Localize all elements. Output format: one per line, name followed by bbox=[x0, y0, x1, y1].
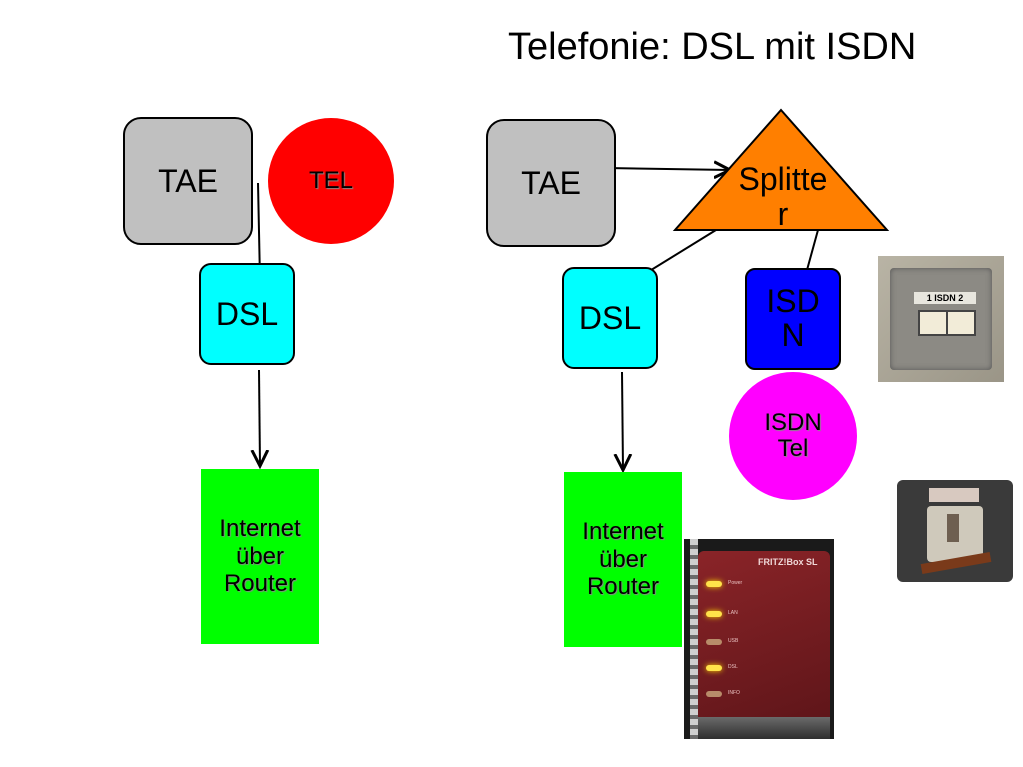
tae-box-right: TAE bbox=[486, 119, 616, 247]
splitter-label-line2: r bbox=[777, 196, 789, 233]
arrow-dsl-router-right bbox=[622, 371, 623, 470]
dsl-box-left: DSL bbox=[199, 263, 295, 365]
dsl-label-right: DSL bbox=[578, 299, 642, 336]
tel-circle: TEL bbox=[268, 118, 394, 244]
led-lan bbox=[706, 611, 722, 617]
splitter-triangle bbox=[672, 108, 890, 231]
isdn-socket-photo: 1 ISDN 2 bbox=[878, 256, 1004, 382]
line-splitter-isdn bbox=[806, 229, 819, 271]
router-box-left: Internet über Router bbox=[201, 469, 319, 644]
tae-socket-photo bbox=[897, 480, 1013, 582]
led-usb bbox=[706, 639, 722, 645]
tae-box-left: TAE bbox=[123, 117, 253, 245]
router-box-right: Internet über Router bbox=[564, 472, 682, 647]
tel-label: TEL bbox=[308, 167, 353, 194]
isdn-tel-label-line2: Tel bbox=[777, 435, 809, 462]
page-title: Telefonie: DSL mit ISDN bbox=[508, 26, 917, 68]
led-info-label: INFO bbox=[728, 690, 740, 696]
tae-label-left: TAE bbox=[158, 162, 218, 199]
isdn-socket-label: 1 ISDN 2 bbox=[914, 292, 976, 304]
router-label-right-line1: Internet bbox=[582, 518, 664, 546]
dsl-label-left: DSL bbox=[215, 295, 279, 332]
router-label-left-line1: Internet bbox=[219, 515, 301, 543]
arrow-tae-splitter bbox=[605, 168, 730, 170]
isdn-tel-label-line1: ISDN bbox=[764, 408, 822, 436]
isdn-label-line2: N bbox=[781, 317, 805, 353]
led-usb-label: USB bbox=[728, 638, 739, 644]
fritzbox-photo: FRITZ!Box SL Power LAN USB DSL INFO bbox=[684, 539, 834, 739]
fritzbox-brand: FRITZ!Box SL bbox=[758, 557, 818, 567]
isdn-tel-circle: ISDN Tel bbox=[729, 372, 857, 500]
router-label-right-line2: über bbox=[598, 545, 648, 573]
isdn-box: ISD N bbox=[745, 268, 841, 370]
arrow-dsl-router-left bbox=[259, 369, 260, 466]
isdn-port-2 bbox=[946, 310, 976, 336]
led-dsl-label: DSL bbox=[728, 664, 738, 670]
splitter-label: Splitte r bbox=[728, 161, 838, 233]
isdn-port-1 bbox=[918, 310, 948, 336]
splitter-label-line1: Splitte bbox=[738, 161, 828, 197]
dsl-box-right: DSL bbox=[562, 267, 658, 369]
router-label-right-line3: Router bbox=[586, 573, 660, 601]
led-power-label: Power bbox=[728, 580, 743, 586]
router-label-left-line2: über bbox=[235, 542, 285, 570]
led-lan-label: LAN bbox=[728, 610, 738, 616]
led-info bbox=[706, 691, 722, 697]
isdn-label-line1: ISD bbox=[766, 283, 820, 320]
led-power bbox=[706, 581, 722, 587]
router-label-left-line3: Router bbox=[223, 570, 297, 598]
led-dsl bbox=[706, 665, 722, 671]
tae-label-right: TAE bbox=[521, 164, 581, 201]
